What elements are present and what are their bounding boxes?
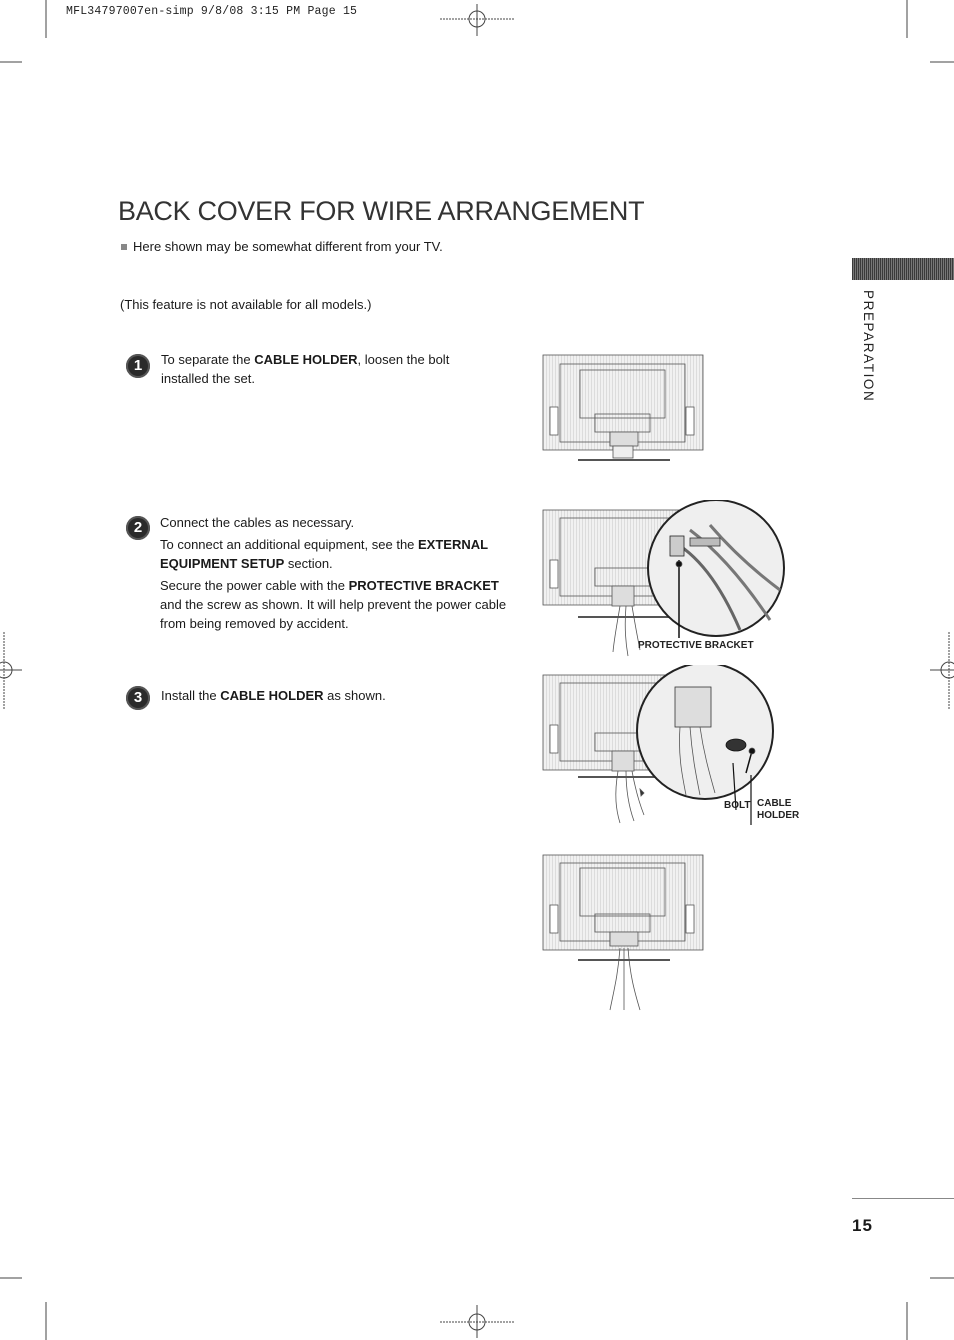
callout-cable-holder-line: CABLE [757, 798, 792, 809]
callout-cable-holder-line: HOLDER [757, 810, 800, 821]
bullet-square-icon [121, 244, 127, 250]
page-number-rule [852, 1198, 954, 1199]
step-1-number: 1 [126, 354, 150, 378]
tv-back-illustration-4 [542, 854, 704, 1011]
step-2-text-part: and the screw as shown. It will help pre… [160, 597, 507, 631]
tv-back-illustration-3 [542, 665, 774, 825]
step-3-text-part: as shown. [323, 688, 386, 703]
note: Here shown may be somewhat different fro… [121, 239, 443, 254]
tv-back-illustration-1 [542, 354, 704, 461]
tv-back-illustration-2 [542, 500, 785, 657]
section-tab-bar [852, 258, 954, 280]
step-2-line: Connect the cables as necessary. [160, 515, 355, 530]
note-text: Here shown may be somewhat different fro… [133, 239, 443, 254]
step-2-bold: PROTECTIVE BRACKET [348, 578, 499, 593]
step-2-text-part: Secure the power cable with the [160, 578, 349, 593]
step-2-text-part: To connect an additional equipment, see … [160, 537, 419, 552]
step-1-bold: CABLE HOLDER [254, 352, 358, 367]
step-2-bold: EXTERNAL EQUIPMENT SETUP [160, 537, 488, 571]
step-3-bold: CABLE HOLDER [220, 688, 324, 703]
step-2-number: 2 [126, 516, 150, 540]
registration-mark-left [0, 632, 22, 710]
step-2-text: Connect the cables as necessary. To conn… [160, 513, 510, 636]
step-1-text-part: , loosen the bolt installed the set. [161, 352, 450, 386]
registration-mark-top [440, 4, 515, 36]
registration-mark-bottom [440, 1305, 515, 1338]
callout-protective-bracket: PROTECTIVE BRACKET [638, 640, 754, 651]
step-3-text-part: Install the [161, 688, 221, 703]
step-2-text-part: section. [284, 556, 333, 571]
step-2-paragraph: Secure the power cable with the PROTECTI… [160, 576, 510, 633]
step-2-paragraph: To connect an additional equipment, see … [160, 535, 510, 573]
step-3-text: Install the CABLE HOLDER as shown. [161, 686, 481, 705]
section-tab-label: PREPARATION [861, 290, 876, 403]
registration-mark-right [930, 632, 954, 710]
availability-note: (This feature is not available for all m… [120, 297, 372, 312]
page-title: BACK COVER FOR WIRE ARRANGEMENT [118, 196, 645, 226]
callout-bolt: BOLT [724, 800, 751, 811]
step-1-text-part: To separate the [161, 352, 255, 367]
step-1-text: To separate the CABLE HOLDER, loosen the… [161, 350, 481, 388]
print-header: MFL34797007en-simp 9/8/08 3:15 PM Page 1… [66, 5, 358, 18]
callout-cable-holder: CABLE HOLDER [757, 798, 799, 822]
page-number: 15 [852, 1216, 873, 1235]
step-3-number: 3 [126, 686, 150, 710]
